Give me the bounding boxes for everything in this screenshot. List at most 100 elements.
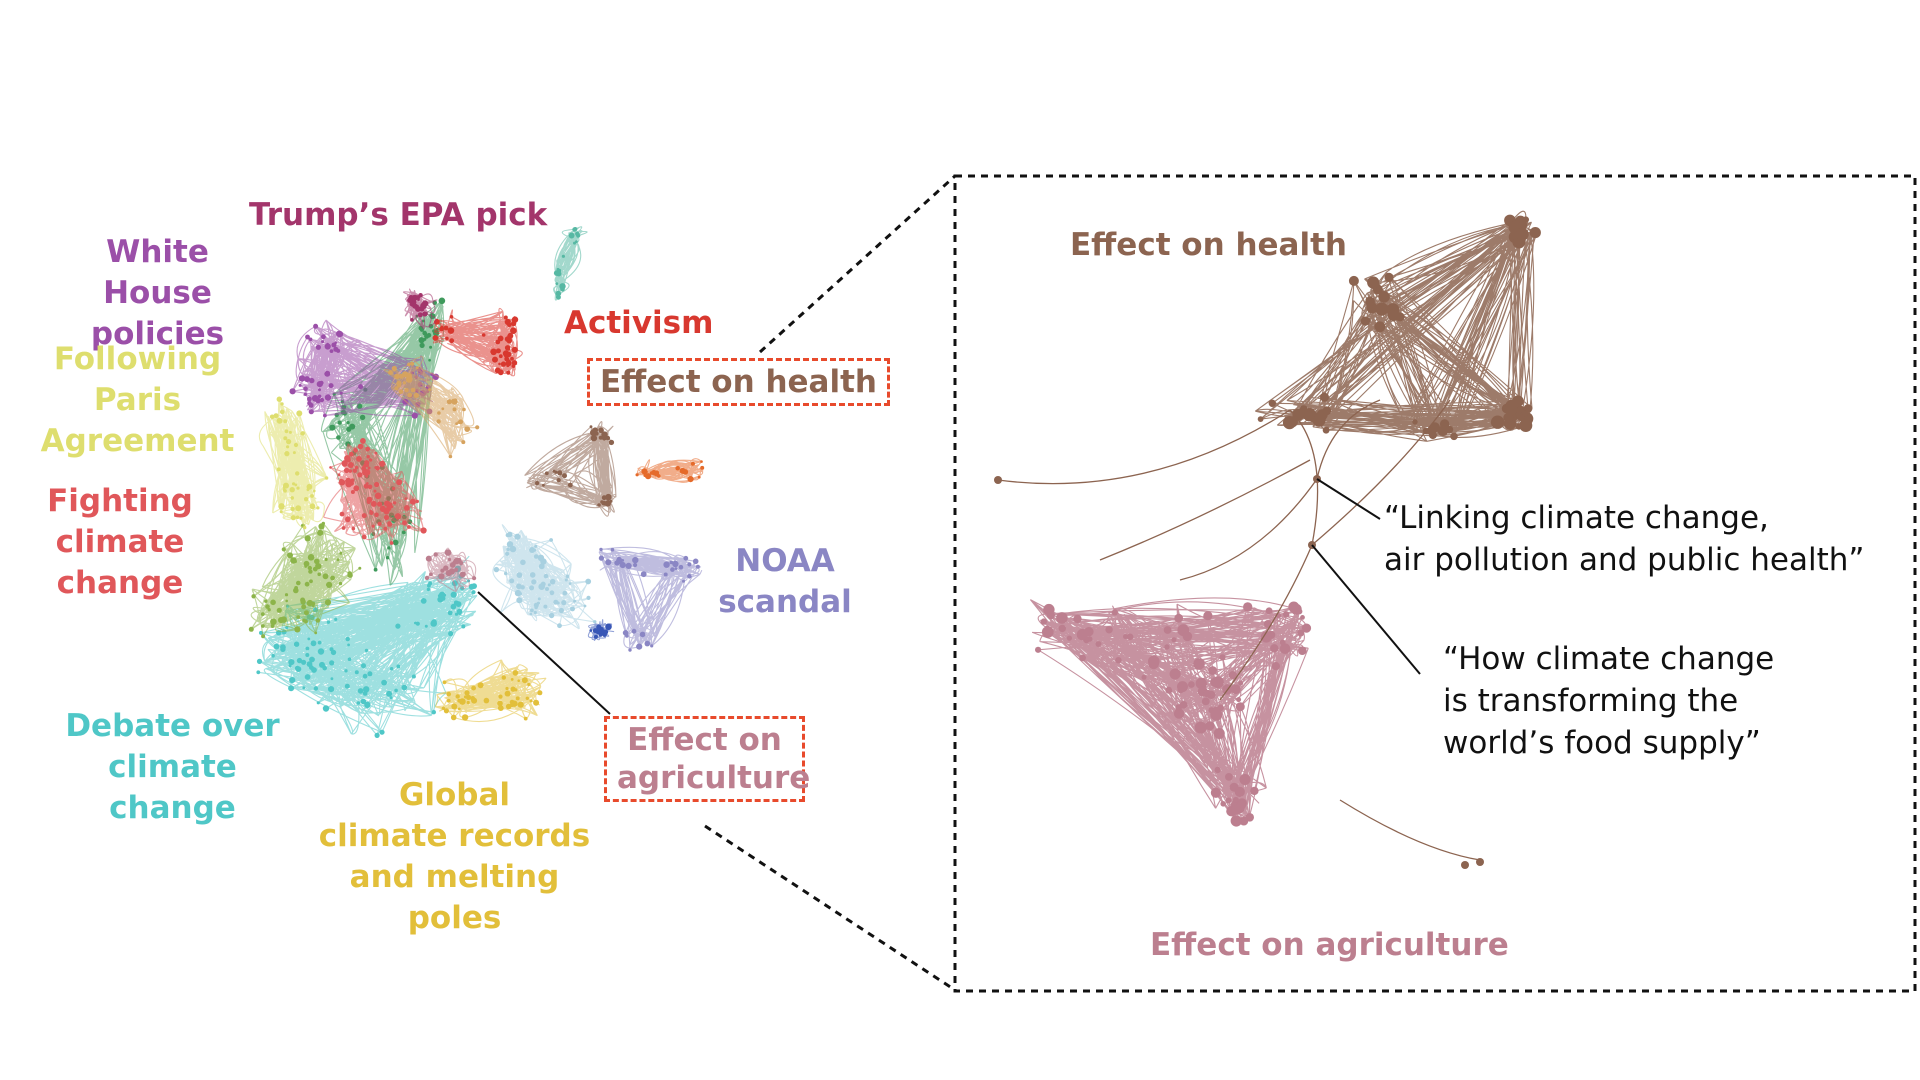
zoom-agriculture-cluster-node <box>1214 766 1221 774</box>
cluster-activism-node <box>510 327 517 335</box>
cluster-green-node <box>346 421 350 425</box>
cluster-agri-ov-node <box>459 571 466 578</box>
label-effect-on-health-boxed: Effect on health <box>587 358 890 406</box>
cluster-olive-node <box>308 569 313 574</box>
zoom-health-cluster-node <box>1322 406 1332 416</box>
cluster-global-node <box>470 696 476 701</box>
cluster-debate-node <box>322 705 330 712</box>
cluster-paris-node <box>280 402 284 406</box>
label-debate-over-climate-change: Debate over climate change <box>65 708 280 826</box>
cluster-agri-ov-node <box>433 552 438 557</box>
cluster-lightblue-node <box>543 604 548 609</box>
zoom-health-cluster-node <box>1366 302 1378 314</box>
cluster-whitehouse-node <box>298 383 302 387</box>
cluster-noaa-node <box>632 556 639 564</box>
cluster-agri-ov <box>424 547 477 593</box>
cluster-noaa <box>598 546 703 652</box>
cluster-paris-node <box>310 494 314 498</box>
cluster-global-node <box>451 703 458 710</box>
zoom-agriculture-cluster-node <box>1219 654 1226 661</box>
cluster-whitehouse-node <box>318 388 321 392</box>
cluster-global-node <box>459 698 466 705</box>
cluster-debate-node <box>309 656 315 663</box>
cluster-noaa-node <box>605 559 612 566</box>
cluster-health-ov-node <box>589 425 593 428</box>
cluster-lightblue-node <box>520 585 525 590</box>
cluster-activism-node <box>511 364 516 368</box>
zoom-agriculture-cluster-node <box>1173 708 1185 719</box>
cluster-olive-node <box>322 573 329 580</box>
cluster-lightblue-node <box>516 583 522 590</box>
zoom-health-cluster-node <box>1523 404 1533 413</box>
cluster-fighting <box>323 438 427 545</box>
zoom-connector-lines <box>704 174 957 992</box>
cluster-global-node <box>483 697 490 704</box>
cluster-lightblue-node <box>556 601 560 605</box>
cluster-activism-node <box>481 333 486 337</box>
label-noaa-scandal: NOAA scandal <box>718 543 852 620</box>
cluster-noaa-node <box>599 547 603 552</box>
cluster-debate-node <box>328 686 335 693</box>
cluster-debate-node <box>316 701 320 705</box>
cluster-fighting-node <box>368 458 373 462</box>
cluster-global-node <box>527 682 531 687</box>
zoom-agriculture-cluster-node <box>1203 611 1213 621</box>
cluster-olive-node <box>338 581 343 586</box>
cluster-noaa-node <box>683 555 689 561</box>
cluster-green-node <box>428 358 431 362</box>
cluster-olive-node <box>315 618 321 623</box>
cluster-debate-node <box>448 631 454 637</box>
cluster-lightblue-node <box>514 533 521 540</box>
cluster-health-ov-node <box>604 500 612 507</box>
cluster-health-ov-node <box>590 429 597 436</box>
cluster-whitehouse-node <box>311 395 319 402</box>
cluster-whitehouse-node <box>324 370 331 377</box>
label-effect-on-agriculture-boxed: Effect on agriculture <box>604 716 810 802</box>
cluster-paris-node <box>289 487 295 493</box>
cluster-whitehouse-node <box>303 386 308 392</box>
cluster-paris-node <box>283 489 287 493</box>
cluster-lightblue-node <box>516 597 523 604</box>
cluster-noaa-node <box>633 562 638 568</box>
cluster-blue-node <box>602 629 609 635</box>
cluster-lightblue-node <box>506 547 511 552</box>
zoom-agriculture-cluster-node <box>1283 611 1290 618</box>
cluster-lightblue-node <box>568 582 572 585</box>
zoom-agriculture-cluster-edges <box>1029 597 1309 823</box>
cluster-debate-node <box>288 664 292 668</box>
cluster-global-node <box>529 699 533 703</box>
cluster-paris-node <box>306 483 313 490</box>
zoom-agriculture-cluster-node <box>1165 686 1173 694</box>
cluster-olive-node <box>287 552 293 559</box>
cluster-tan-node <box>404 388 409 393</box>
label-trumps-epa-pick: Trump’s EPA pick <box>249 197 548 233</box>
cluster-lightblue-node <box>538 563 545 570</box>
cluster-lightblue-node <box>509 578 515 584</box>
cluster-fighting-node <box>396 479 403 486</box>
cluster-fighting-node <box>387 522 393 527</box>
zoom-health-cluster-node <box>1387 310 1399 321</box>
cluster-tan-node <box>428 388 432 392</box>
cluster-lightblue-node <box>593 620 597 624</box>
cluster-noaa-node <box>610 547 615 552</box>
cluster-noaa-node <box>669 560 674 565</box>
cluster-tan-node <box>407 362 411 367</box>
cluster-lightblue-node <box>562 590 568 596</box>
cluster-debate-node <box>256 658 263 665</box>
cluster-activism-node <box>492 356 498 363</box>
cluster-lightblue-node <box>538 583 545 590</box>
zoom-agriculture-cluster-node <box>1232 816 1242 826</box>
cluster-fighting-node <box>374 512 379 518</box>
zoom-health-cluster-node <box>1378 291 1390 303</box>
cluster-global-node <box>510 678 514 681</box>
cluster-debate-node <box>401 684 408 691</box>
pointer-health-quote <box>1316 478 1381 520</box>
zoom-agriculture-cluster-node <box>1279 639 1286 646</box>
zoom-health-cluster-node <box>1320 392 1329 402</box>
cluster-lightblue-node <box>506 541 514 548</box>
cluster-debate-node <box>317 640 322 645</box>
cluster-activism-node <box>498 362 501 366</box>
cluster-debate-node <box>374 732 380 739</box>
cluster-activism-node <box>511 316 519 323</box>
cluster-paris-node <box>295 505 302 512</box>
